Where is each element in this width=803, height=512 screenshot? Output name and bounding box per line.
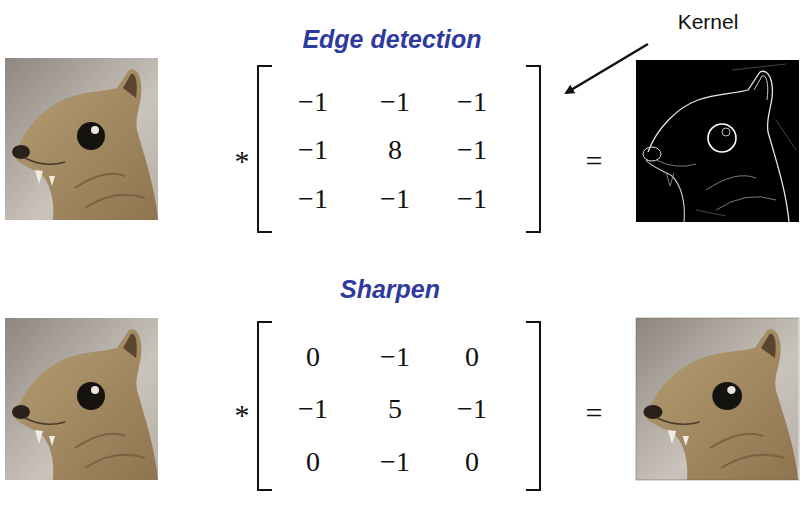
matrix-cell: −1 (380, 342, 410, 373)
input-photo (5, 318, 158, 480)
operator-symbol: * (235, 144, 250, 177)
matrix-cell: 0 (306, 447, 320, 478)
matrix-cell: −1 (457, 87, 487, 118)
matrix-bracket (258, 322, 272, 490)
section-heading: Sharpen (340, 276, 440, 304)
matrix-cell: −1 (298, 87, 328, 118)
matrix-cell: 0 (465, 447, 479, 478)
matrix-cell: 5 (388, 394, 402, 425)
matrix-cell: −1 (380, 184, 410, 215)
operator-symbol: * (235, 398, 250, 431)
matrix-cell: 0 (465, 342, 479, 373)
matrix-bracket (258, 66, 272, 232)
matrix-cell: −1 (298, 135, 328, 166)
matrix-cell: −1 (380, 87, 410, 118)
operator-symbol: = (586, 144, 603, 177)
sharpened-output-photo (636, 318, 799, 480)
section-heading: Edge detection (302, 26, 481, 54)
callout-label: Kernel (678, 10, 739, 33)
matrix-cell: −1 (380, 447, 410, 478)
matrix-bracket (526, 322, 540, 490)
operator-symbol: = (586, 396, 603, 429)
matrix-cell: 8 (388, 135, 402, 166)
matrix-cell: −1 (457, 394, 487, 425)
leader-arrow (566, 44, 648, 93)
edge-output-photo (636, 60, 799, 222)
matrix-cell: 0 (306, 342, 320, 373)
matrix-bracket (526, 66, 540, 232)
matrix-cell: −1 (298, 184, 328, 215)
matrix-cell: −1 (457, 184, 487, 215)
matrix-cell: −1 (457, 135, 487, 166)
matrix-cell: −1 (298, 394, 328, 425)
input-photo (5, 58, 158, 220)
